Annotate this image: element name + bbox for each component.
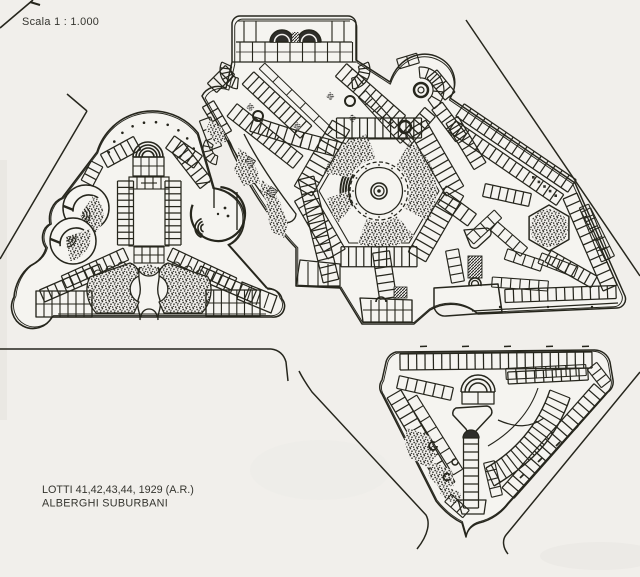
svg-text:ALBERGHI SUBURBANI: ALBERGHI SUBURBANI: [42, 498, 168, 510]
svg-text:Scala 1 : 1.000: Scala 1 : 1.000: [22, 16, 99, 28]
svg-text:LOTTI 41,42,43,44, 1929 (A.R.): LOTTI 41,42,43,44, 1929 (A.R.): [42, 484, 194, 496]
